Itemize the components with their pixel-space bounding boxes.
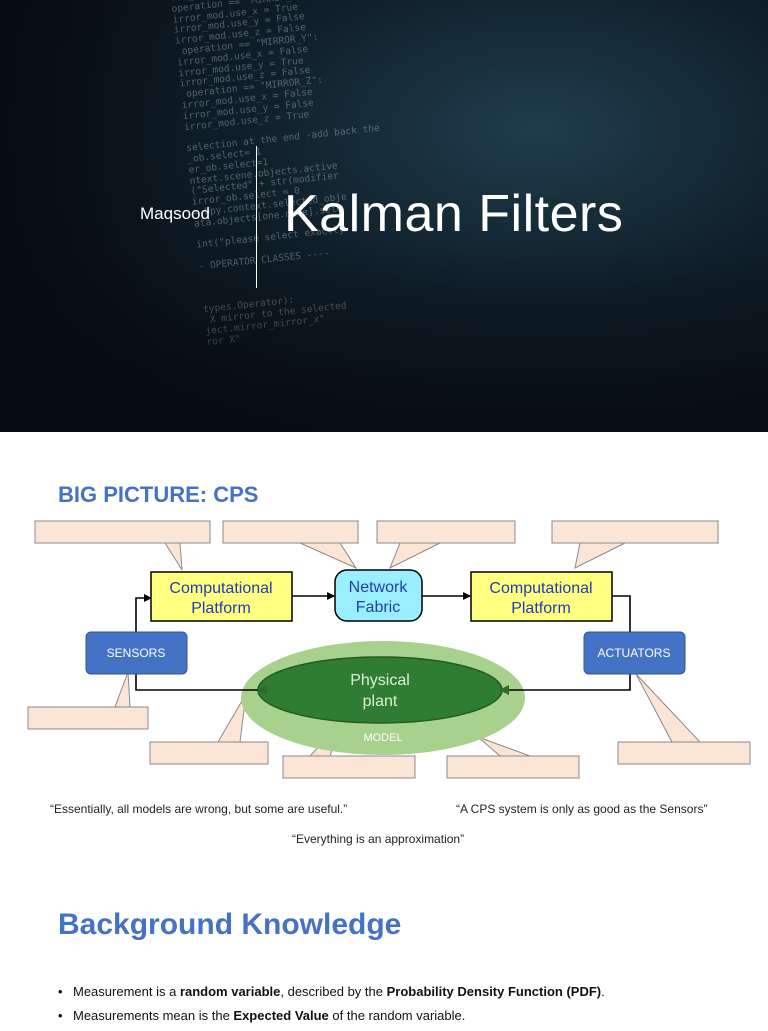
computational-platform-right-line2: Platform — [511, 600, 571, 617]
cps-slide: BIG PICTURE: CPS — [0, 432, 768, 864]
actuators-label: ACTUATORS — [598, 646, 671, 660]
cps-diagram: Computational Platform Network Fabric Co… — [27, 520, 751, 779]
bullet-1-text-3: . — [601, 984, 605, 999]
bullet-1-bold-2: Probability Density Function (PDF) — [386, 984, 602, 999]
sensors-label: SENSORS — [107, 646, 166, 660]
callout-bottom-2 — [282, 755, 416, 779]
bullet-2-text-2: of the random variable. — [328, 1008, 466, 1023]
callout-top-3 — [376, 520, 516, 544]
callout-pointer-bottom-3 — [477, 736, 531, 757]
callout-top-2 — [222, 520, 359, 544]
author-name: Maqsood — [140, 204, 210, 223]
callout-top-4 — [551, 520, 719, 544]
network-fabric-line2: Fabric — [356, 599, 400, 616]
callout-bottom-3 — [446, 755, 580, 779]
callout-pointer-top-3 — [389, 542, 441, 570]
bullet-random-variable: Measurement is a random variable, descri… — [58, 983, 605, 1007]
quote-sensors: “A CPS system is only as good as the Sen… — [456, 802, 708, 816]
callout-bottom-1 — [149, 741, 269, 765]
physical-plant-line2: plant — [363, 693, 398, 710]
actuators-node — [583, 631, 686, 675]
background-heading: Background Knowledge — [58, 908, 402, 941]
callout-pointer-bottom-1 — [217, 693, 247, 743]
callout-pointer-left — [114, 671, 131, 708]
title-divider — [256, 146, 257, 288]
physical-plant-line1: Physical — [350, 672, 410, 689]
callout-pointer-top-2 — [299, 542, 358, 570]
bullet-1-text-2: , described by the — [280, 984, 387, 999]
edge-platform-to-actuators — [612, 595, 631, 632]
quote-models: “Essentially, all models are wrong, but … — [50, 802, 348, 816]
background-bullets: Measurement is a random variable, descri… — [58, 983, 605, 1031]
bullet-2-bold-1: Expected Value — [233, 1008, 329, 1023]
bullet-1-bold-1: random variable — [179, 984, 281, 999]
bullet-expected-value: Measurements mean is the Expected Value … — [58, 1007, 605, 1031]
physical-plant-ellipse — [257, 656, 503, 724]
quote-approximation: “Everything is an approximation” — [292, 832, 465, 846]
edge-actuators-to-plant — [499, 674, 631, 695]
edge-plant-to-sensors — [135, 674, 267, 695]
edge-sensors-to-platform — [135, 594, 152, 632]
title-slide: ror_mod.mirror_object to mirroroperation… — [0, 0, 768, 432]
callout-pointer-top-4 — [574, 542, 626, 569]
bullet-1-text-1: Measurement is a — [73, 984, 180, 999]
computational-platform-right — [470, 571, 613, 622]
computational-platform-left — [150, 571, 293, 622]
callout-left — [27, 706, 149, 730]
callout-top-1 — [34, 520, 211, 544]
code-fade-bottom — [0, 250, 768, 432]
bullet-2-text-1: Measurements mean is the — [73, 1008, 234, 1023]
callout-right — [617, 741, 751, 765]
slide-heading: BIG PICTURE: CPS — [58, 482, 259, 507]
computational-platform-right-line1: Computational — [489, 580, 592, 597]
network-fabric-line1: Network — [349, 579, 409, 596]
callout-pointer-right — [635, 673, 702, 743]
computational-platform-left-line1: Computational — [169, 580, 272, 597]
computational-platform-left-line2: Platform — [191, 600, 251, 617]
callout-pointer-top-1 — [140, 542, 183, 571]
model-label: MODEL — [363, 732, 402, 744]
network-fabric — [334, 569, 423, 622]
presentation-title: Kalman Filters — [284, 185, 624, 243]
sensors-node — [85, 631, 188, 675]
